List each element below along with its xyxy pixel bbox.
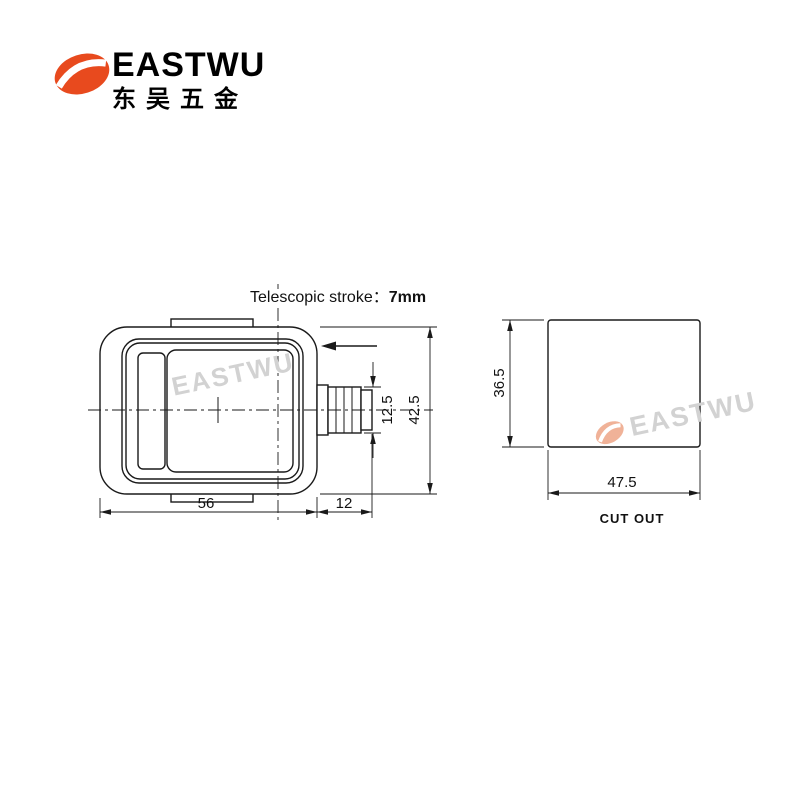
center-lines xyxy=(88,284,433,522)
cutout-view-dimensions xyxy=(502,319,701,500)
front-view-dimensions xyxy=(99,326,437,518)
brand-name: EASTWU xyxy=(112,46,266,84)
cutout-view-drawing xyxy=(547,319,701,448)
telescopic-stroke-label: Telescopic stroke： xyxy=(250,289,389,306)
cutout-caption: CUT OUT xyxy=(599,511,665,526)
paddle-button-outline xyxy=(166,349,294,473)
telescopic-stroke-value: 7mm xyxy=(388,289,427,306)
dim-cutout-width: 47.5 xyxy=(607,474,637,491)
cutout-view-watermark: EASTWU xyxy=(591,386,759,449)
trigger-strip xyxy=(137,352,166,470)
dim-cutout-height: 36.5 xyxy=(491,368,508,398)
dim-plunger-length: 12 xyxy=(335,495,353,512)
dim-overall-height: 42.5 xyxy=(406,395,423,425)
watermark-logo-icon xyxy=(595,420,624,444)
pan-outer-line xyxy=(121,338,304,484)
dim-plunger-diameter: 12.5 xyxy=(379,395,396,425)
push-direction-arrow xyxy=(321,341,377,351)
brand-chinese-name: 东吴五金 xyxy=(112,86,248,113)
brand-logo-icon xyxy=(54,53,110,95)
dim-body-width: 56 xyxy=(197,495,215,512)
telescopic-stroke-note: Telescopic stroke：7mm xyxy=(247,289,430,307)
pan-inner-line xyxy=(125,342,300,480)
cutout-rectangle xyxy=(547,319,701,448)
